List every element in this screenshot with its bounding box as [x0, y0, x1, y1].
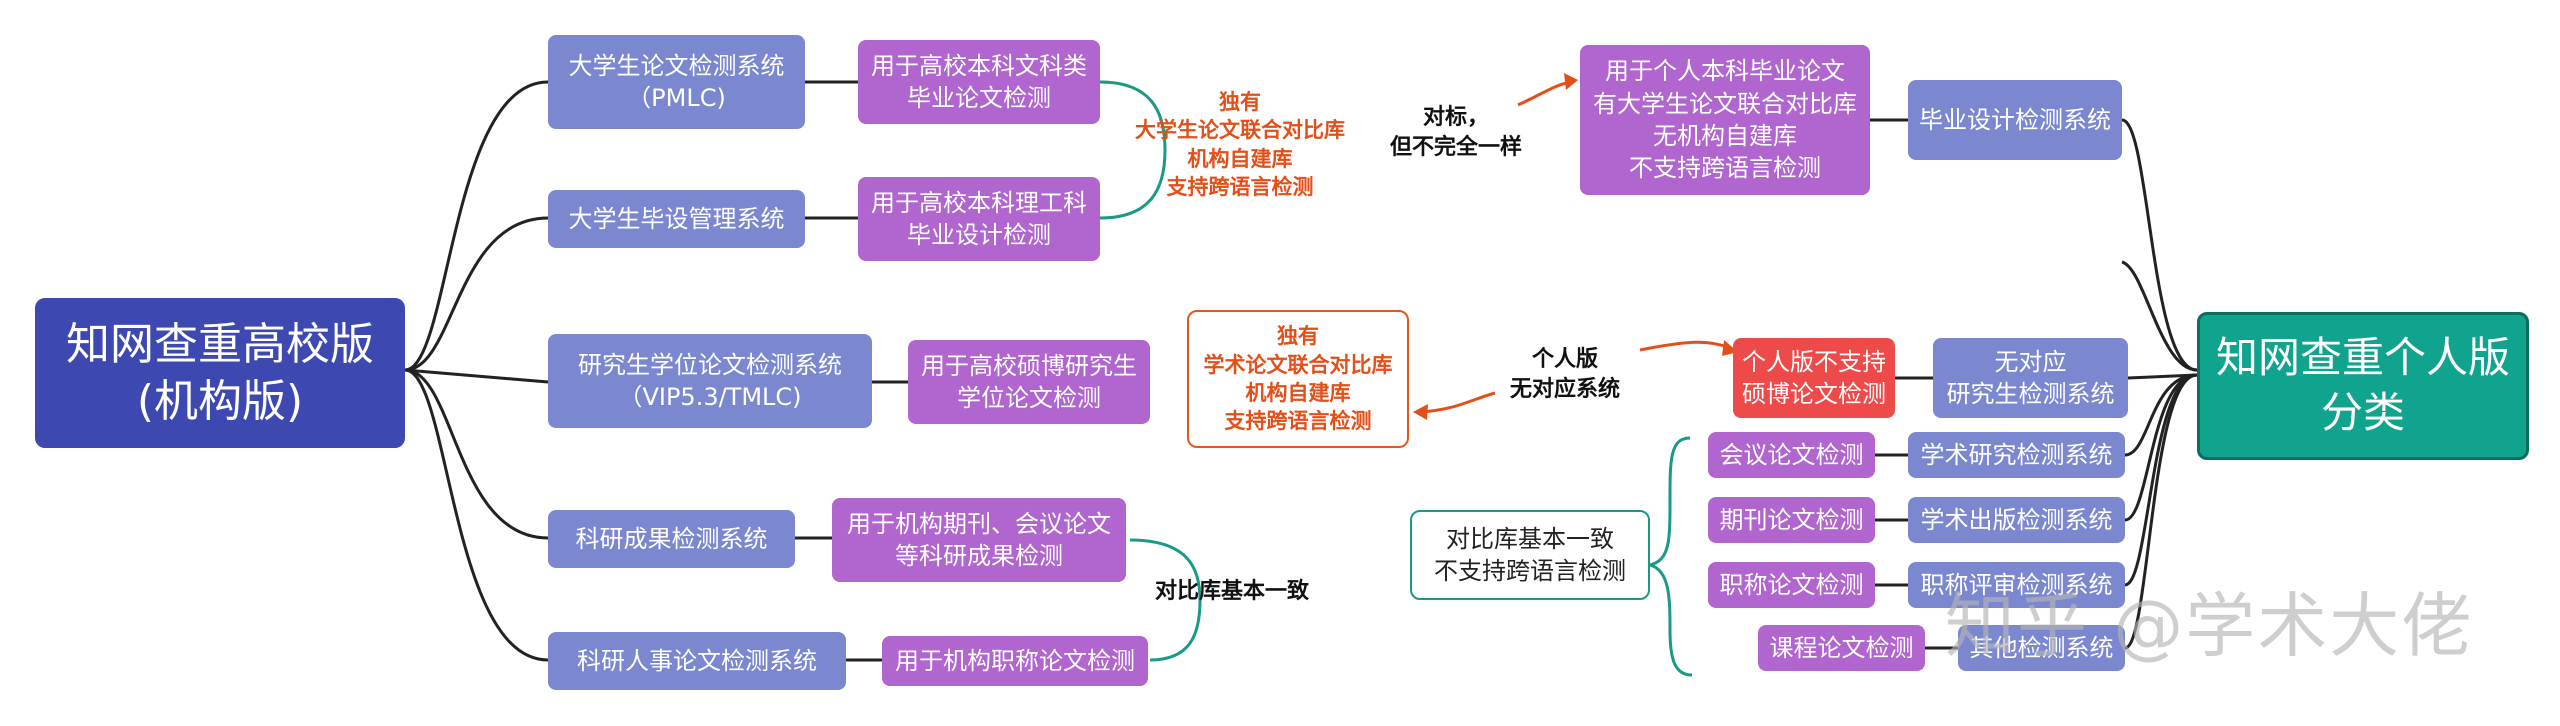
right-root-line-1: 知网查重个人版: [2215, 333, 2510, 383]
common-note-line-2: 不支持跨语言检测: [1434, 557, 1626, 585]
use-undergrad-science-line-2: 毕业设计检测: [907, 221, 1051, 249]
use-undergrad-arts: 用于高校本科文科类 毕业论文检测: [858, 40, 1100, 124]
personal-undergrad-line-4: 不支持跨语言检测: [1629, 154, 1821, 183]
grad-exclusive-box: 独有 学术论文联合对比库 机构自建库 支持跨语言检测: [1187, 310, 1409, 448]
personal-undergrad-box: 用于个人本科毕业论文 有大学生论文联合对比库 无机构自建库 不支持跨语言检测: [1580, 45, 1870, 195]
category-left-conference-text: 会议论文检测: [1719, 440, 1864, 469]
category-left-title: 职称论文检测: [1708, 562, 1875, 608]
personal-no-grad-line-2: 硕博论文检测: [1742, 380, 1886, 408]
use-research-results-line-2: 等科研成果检测: [895, 542, 1063, 570]
use-research-results: 用于机构期刊、会议论文 等科研成果检测: [832, 498, 1126, 582]
category-right-title: 职称评审检测系统: [1908, 562, 2125, 608]
personal-design-line-1: 毕业设计检测系统: [1919, 105, 2111, 134]
grad-exclusive-line-4: 支持跨语言检测: [1224, 409, 1372, 434]
left-root-line-1: 知网查重高校版: [66, 318, 374, 370]
personal-no-match-line-1: 个人版: [1531, 347, 1598, 372]
category-right-conference: 学术研究检测系统: [1908, 432, 2125, 478]
use-research-results-line-1: 用于机构期刊、会议论文: [847, 509, 1111, 538]
personal-no-grad-box: 个人版不支持 硕博论文检测: [1733, 338, 1895, 418]
no-grad-system: 无对应 研究生检测系统: [1933, 338, 2128, 418]
system-research-personnel-line-1: 科研人事论文检测系统: [577, 646, 817, 675]
category-right-journal-text: 学术出版检测系统: [1920, 505, 2113, 534]
benchmark-label: 对标， 但不完全一样: [1376, 103, 1536, 162]
system-pmlc-line-2: （PMLC): [627, 84, 726, 112]
left-root-line-2: (机构版): [136, 376, 304, 427]
undergrad-exclusive-line-2: 大学生论文联合对比库: [1135, 118, 1345, 143]
personal-no-match-line-2: 无对应系统: [1509, 376, 1620, 402]
category-left-title-text: 职称论文检测: [1719, 570, 1864, 599]
benchmark-line-2: 但不完全一样: [1389, 134, 1522, 160]
common-note-line-1: 对比库基本一致: [1446, 524, 1614, 553]
system-graduate-thesis-line-2: （VIP5.3/TMLC): [618, 383, 802, 411]
no-grad-system-line-1: 无对应: [1994, 347, 2067, 376]
undergrad-exclusive-label: 独有 大学生论文联合对比库 机构自建库 支持跨语言检测: [1120, 88, 1360, 201]
system-graduate-thesis: 研究生学位论文检测系统 （VIP5.3/TMLC): [548, 334, 872, 428]
common-note-box: 对比库基本一致 不支持跨语言检测: [1410, 510, 1650, 600]
research-compare-line-1: 对比库基本一致: [1154, 579, 1309, 604]
personal-undergrad-line-1: 用于个人本科毕业论文: [1605, 57, 1845, 86]
grad-exclusive-line-2: 学术论文联合对比库: [1203, 352, 1393, 377]
system-pmlc: 大学生论文检测系统 （PMLC): [548, 35, 805, 129]
grad-exclusive-line-1: 独有: [1277, 324, 1319, 349]
use-undergrad-arts-line-1: 用于高校本科文科类: [871, 51, 1087, 80]
system-graduate-thesis-line-1: 研究生学位论文检测系统: [578, 350, 842, 379]
category-left-course-text: 课程论文检测: [1769, 633, 1914, 662]
personal-undergrad-line-3: 无机构自建库: [1653, 122, 1797, 150]
system-research-personnel: 科研人事论文检测系统: [548, 632, 846, 690]
use-undergrad-science-line-1: 用于高校本科理工科: [871, 188, 1087, 217]
no-grad-system-line-2: 研究生检测系统: [1946, 380, 2115, 408]
watermark-text: 知乎 @学术大佬: [1945, 585, 2474, 667]
benchmark-line-1: 对标，: [1422, 105, 1489, 130]
category-right-course-text: 其他检测系统: [1969, 633, 2114, 662]
category-left-conference: 会议论文检测: [1708, 432, 1875, 478]
right-root-line-2: 分类: [2320, 388, 2405, 437]
personal-design-system: 毕业设计检测系统: [1908, 80, 2122, 160]
personal-no-grad-line-1: 个人版不支持: [1742, 347, 1886, 376]
category-right-journal: 学术出版检测系统: [1908, 497, 2125, 543]
grad-exclusive-line-3: 机构自建库: [1245, 381, 1351, 405]
use-undergrad-science: 用于高校本科理工科 毕业设计检测: [858, 177, 1100, 261]
right-root-node: 知网查重个人版 分类: [2197, 312, 2529, 460]
system-design-management: 大学生毕设管理系统: [548, 190, 805, 248]
system-design-management-line-1: 大学生毕设管理系统: [568, 204, 785, 233]
category-left-journal-text: 期刊论文检测: [1719, 505, 1864, 534]
use-graduate: 用于高校硕博研究生 学位论文检测: [908, 340, 1150, 424]
research-compare-label: 对比库基本一致: [1142, 577, 1322, 607]
category-right-conference-text: 学术研究检测系统: [1920, 440, 2113, 469]
system-pmlc-line-1: 大学生论文检测系统: [568, 51, 785, 80]
use-undergrad-arts-line-2: 毕业论文检测: [907, 84, 1051, 112]
undergrad-exclusive-line-1: 独有: [1219, 90, 1261, 114]
use-title-papers: 用于机构职称论文检测: [882, 636, 1148, 686]
use-graduate-line-2: 学位论文检测: [957, 384, 1101, 412]
use-title-papers-line-1: 用于机构职称论文检测: [895, 646, 1135, 675]
use-graduate-line-1: 用于高校硕博研究生: [921, 351, 1137, 380]
undergrad-exclusive-line-3: 机构自建库: [1187, 146, 1293, 171]
left-root-node: 知网查重高校版 (机构版): [35, 298, 405, 448]
system-research-results: 科研成果检测系统: [548, 510, 795, 568]
category-right-title-text: 职称评审检测系统: [1920, 570, 2113, 599]
category-left-journal: 期刊论文检测: [1708, 497, 1875, 543]
personal-no-match-label: 个人版 无对应系统: [1490, 345, 1640, 404]
category-right-course: 其他检测系统: [1958, 625, 2125, 671]
category-left-course: 课程论文检测: [1758, 625, 1925, 671]
undergrad-exclusive-line-4: 支持跨语言检测: [1166, 175, 1314, 200]
personal-undergrad-line-2: 有大学生论文联合对比库: [1593, 89, 1857, 118]
system-research-results-line-1: 科研成果检测系统: [575, 524, 768, 553]
